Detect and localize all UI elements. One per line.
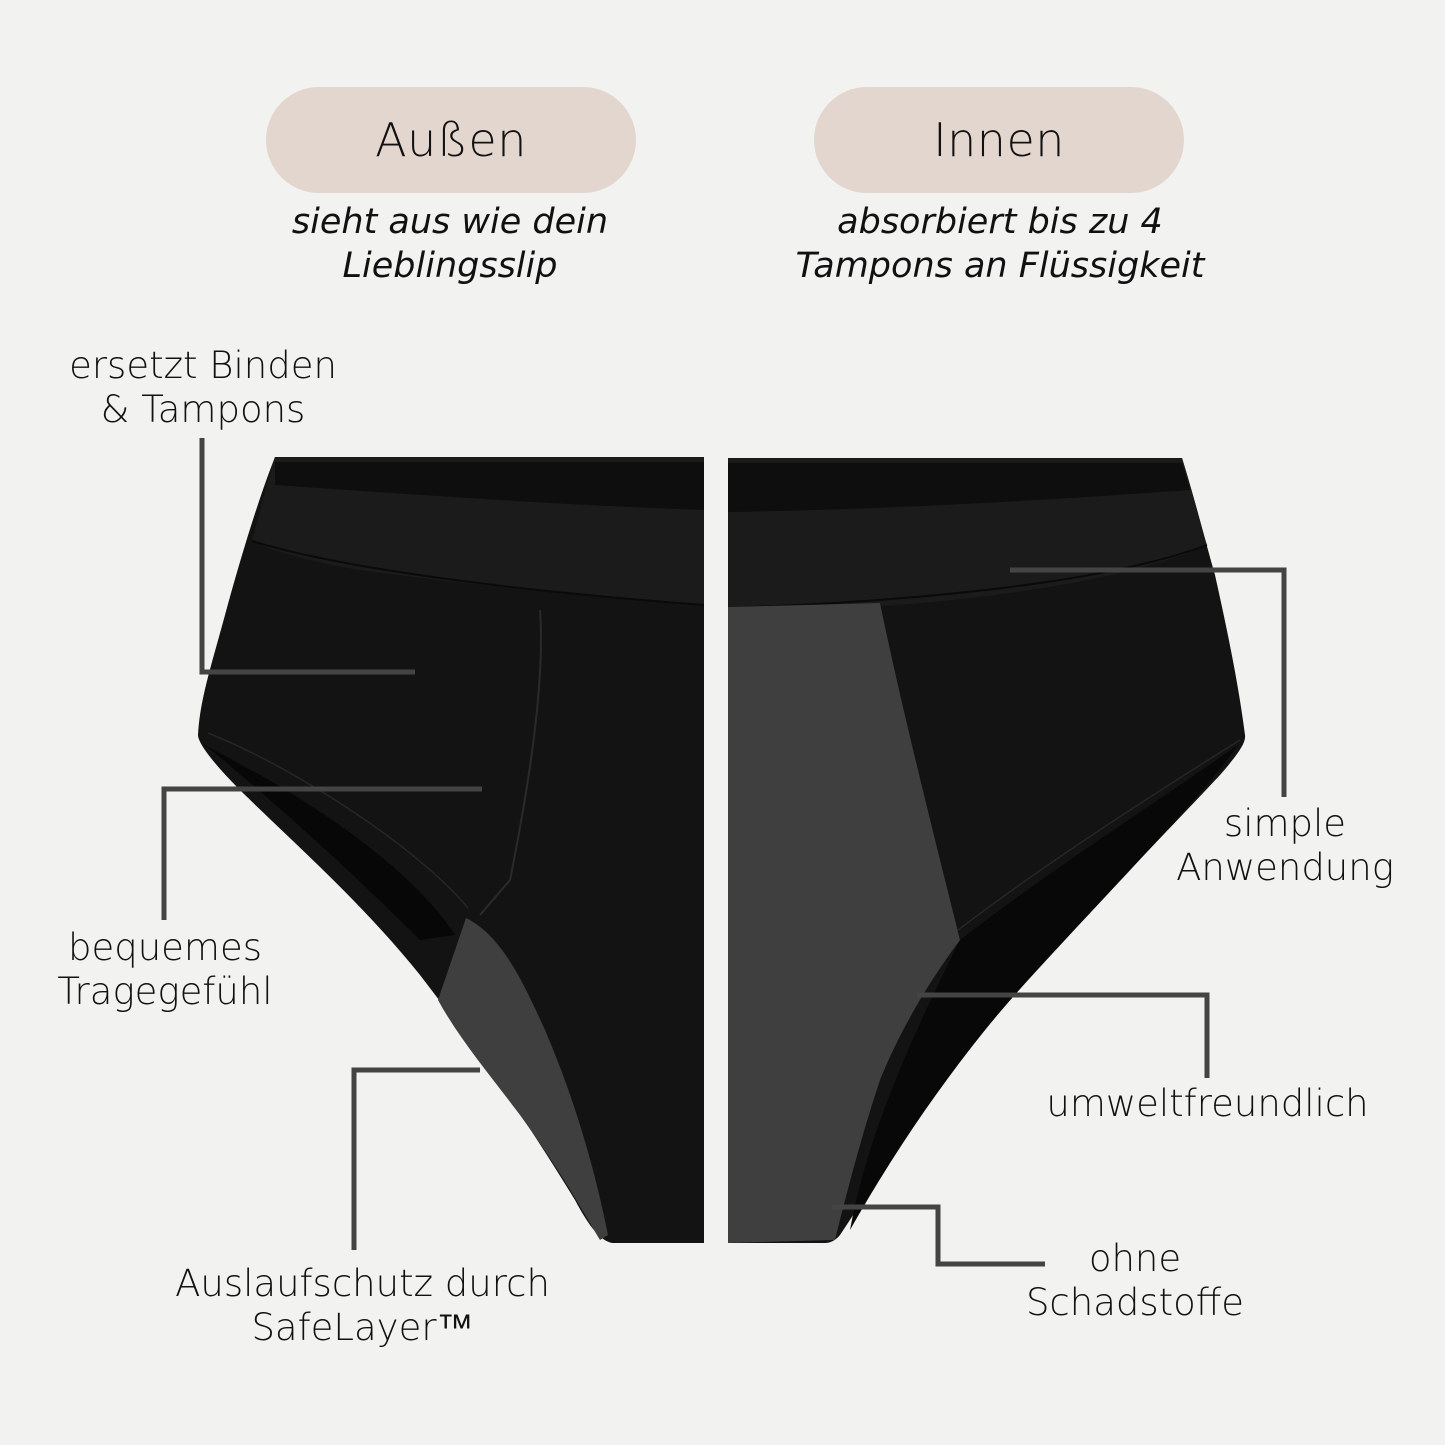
leader-line-leak-protection [351,1067,480,1250]
outer-view-subtitle: sieht aus wie dein Lieblingsslip [230,200,670,288]
callout-eco-friendly: umweltfreundlich [1035,1082,1380,1126]
callout-line: Tragegefühl [57,970,273,1013]
inner-view-subtitle: absorbiert bis zu 4 Tampons an Flüssigke… [760,200,1240,288]
outer-view-title: Außen [375,113,527,167]
leader-line-replaces-pads [199,438,415,675]
inner-view-title: Innen [933,113,1065,167]
leader-line-eco-friendly [917,992,1210,1078]
callout-line: Auslaufschutz durch [175,1262,550,1305]
outer-view-badge: Außen [266,87,636,193]
garment-outside-body [198,457,704,1243]
callout-line: umweltfreundlich [1046,1082,1369,1125]
leader-lines [161,438,1287,1267]
callout-line: ohne [1088,1237,1182,1280]
callout-no-toxins: ohne Schadstoffe [1010,1237,1260,1325]
callout-replaces-pads: ersetzt Binden & Tampons [58,344,348,432]
callout-leak-protection: Auslaufschutz durch SafeLayer™ [160,1262,565,1350]
callout-comfort: bequemes Tragegefühl [40,926,290,1014]
garment-inside-view [727,458,1246,1243]
safelayer-gusset-outside [438,918,608,1240]
garment-outside-view [198,457,705,1243]
leader-line-comfort [161,786,482,920]
leader-line-no-toxins [832,1204,1045,1267]
leader-line-simple-use [1010,567,1287,797]
callout-line: Anwendung [1176,846,1394,889]
callout-line: ersetzt Binden [69,344,337,387]
callout-simple-use: simple Anwendung [1160,802,1410,890]
callout-line: SafeLayer™ [251,1306,474,1349]
callout-line: bequemes [67,926,263,969]
inner-view-badge: Innen [814,87,1184,193]
inner-subtitle-line1: absorbiert bis zu 4 [837,202,1163,242]
callout-line: Schadstoffe [1025,1281,1245,1324]
callout-line: simple [1223,802,1347,845]
callout-line: & Tampons [100,388,306,431]
inner-subtitle-line2: Tampons an Flüssigkeit [795,246,1205,286]
absorbent-core-inside [728,603,960,1243]
outer-subtitle-line1: sieht aus wie dein [291,202,609,242]
outer-subtitle-line2: Lieblingsslip [342,246,558,286]
